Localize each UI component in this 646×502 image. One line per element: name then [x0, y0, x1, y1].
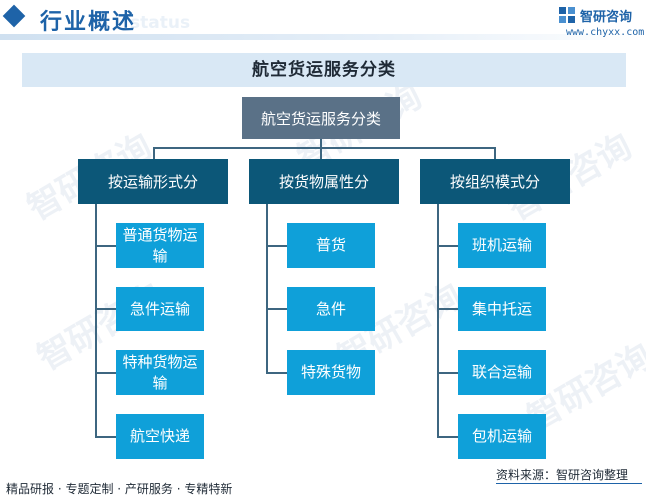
source-note: 资料来源：智研咨询整理 [496, 468, 629, 482]
connector-cat3-branch [437, 372, 459, 374]
connector-cat2-branch [266, 245, 288, 247]
connector-root-down [320, 139, 322, 148]
header-divider [0, 34, 646, 40]
connector-cat2-up [320, 147, 322, 159]
header-ghost-text: status [130, 13, 191, 33]
footer-tagline: 精品研报 · 专题定制 · 产研服务 · 专精特新 [6, 482, 233, 496]
connector-cat1-branch [95, 372, 117, 374]
connector-cat1-up [153, 147, 155, 159]
connector-cat2-trunk [266, 204, 268, 374]
site-url: www.chyxx.com [566, 27, 645, 38]
connector-cat1-trunk [95, 204, 97, 438]
leaf-node: 特种货物运输 [116, 350, 204, 395]
category-node-organization-mode: 按组织模式分 [420, 159, 570, 204]
connector-cat2-branch [266, 308, 288, 310]
leaf-node: 包机运输 [458, 414, 546, 459]
connector-cat3-branch [437, 308, 459, 310]
leaf-node: 普通货物运输 [116, 223, 204, 268]
connector-cat3-branch [437, 245, 459, 247]
leaf-node: 集中托运 [458, 287, 546, 331]
brand-logo-icon [559, 7, 575, 23]
connector-cat1-branch [95, 436, 117, 438]
leaf-node: 班机运输 [458, 223, 546, 268]
leaf-node: 联合运输 [458, 350, 546, 395]
category-node-transport-form: 按运输形式分 [78, 159, 228, 204]
banner: 航空货运服务分类 [22, 53, 626, 87]
connector-cat2-branch [266, 372, 288, 374]
leaf-node: 急件运输 [116, 287, 204, 331]
diagram-root-node: 航空货运服务分类 [242, 97, 400, 139]
connector-cat1-branch [95, 245, 117, 247]
connector-cat1-branch [95, 308, 117, 310]
connector-horizontal-bus [153, 147, 496, 149]
leaf-node: 普货 [287, 223, 375, 268]
header-diamond-icon [2, 4, 26, 28]
banner-title: 航空货运服务分类 [252, 60, 396, 80]
brand-name: 智研咨询 [580, 10, 633, 25]
source-underline [496, 483, 642, 484]
category-node-cargo-attribute: 按货物属性分 [249, 159, 399, 204]
connector-cat3-up [494, 147, 496, 159]
leaf-node: 急件 [287, 287, 375, 331]
connector-cat3-branch [437, 436, 459, 438]
connector-cat3-trunk [437, 204, 439, 438]
leaf-node: 特殊货物 [287, 350, 375, 395]
page-title: 行业概述 [40, 10, 137, 35]
leaf-node: 航空快递 [116, 414, 204, 459]
